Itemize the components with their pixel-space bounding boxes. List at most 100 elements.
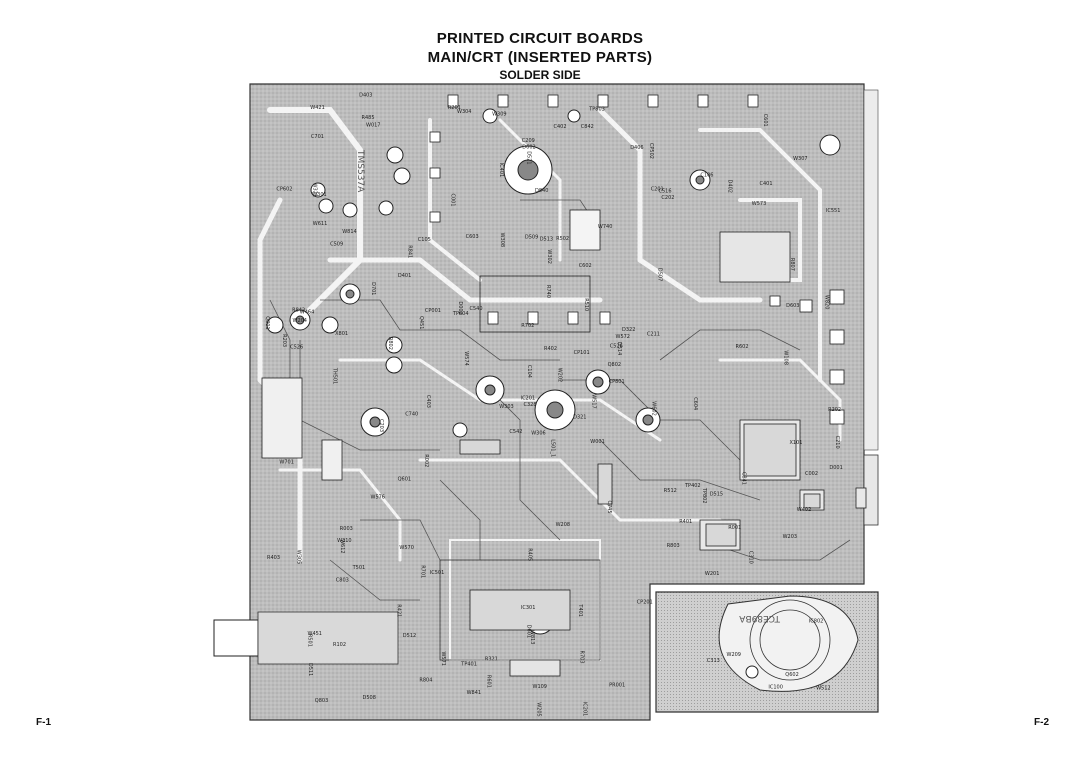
component-label: TP803 xyxy=(588,107,605,113)
component-label: CP801 xyxy=(609,379,625,385)
component-label: D508 xyxy=(363,695,376,701)
component-label: W573 xyxy=(752,201,767,207)
component-label: C509 xyxy=(330,241,343,247)
component-label: R807 xyxy=(789,258,795,271)
component-label: D322 xyxy=(622,327,635,333)
component-label: Q801 xyxy=(264,316,270,329)
component-label: W402 xyxy=(797,507,812,513)
component-label: D509 xyxy=(525,234,538,240)
component-label: W201 xyxy=(705,571,720,577)
component-label: Q602 xyxy=(785,672,798,678)
component-label: TP402 xyxy=(684,483,701,489)
component-label: D507 xyxy=(656,268,662,281)
component-label: D406 xyxy=(630,145,643,151)
component-label: C104 xyxy=(526,365,532,378)
component-label: W820 xyxy=(824,295,830,310)
component-label: R602 xyxy=(736,344,749,350)
component-label: W451 xyxy=(308,631,323,637)
component-label: L501_1 xyxy=(549,439,555,457)
component-label: PR001 xyxy=(609,682,625,688)
component-label: W108 xyxy=(783,350,789,365)
component-label: R405 xyxy=(526,548,532,561)
component-label: W204 xyxy=(293,318,308,324)
component-label: D402 xyxy=(726,180,732,193)
component-label: Q802 xyxy=(608,362,621,368)
component-label: W701 xyxy=(279,459,294,465)
component-label: R804 xyxy=(419,677,432,683)
component-label: W421 xyxy=(310,105,325,111)
ic-chips xyxy=(459,423,821,631)
component-label: W814 xyxy=(342,229,357,235)
component-label: D840 xyxy=(535,188,548,194)
component-label: C210 xyxy=(834,436,840,449)
component-label: W611 xyxy=(313,221,328,227)
component-label: CP101 xyxy=(574,350,590,356)
component-label: C201 xyxy=(651,186,664,192)
component-label: R485 xyxy=(362,115,375,121)
component-label: X801 xyxy=(335,331,348,337)
component-label: C602 xyxy=(579,263,592,269)
component-label: D601 xyxy=(525,625,531,638)
component-label: D701 xyxy=(370,282,376,295)
component-label: W574 xyxy=(463,351,469,366)
component-label: R001 xyxy=(728,525,741,531)
component-label: R203 xyxy=(281,334,287,347)
component-label: W740 xyxy=(598,224,613,230)
component-label: C841 xyxy=(741,472,747,485)
component-label: W517 xyxy=(591,394,597,409)
component-label: C604 xyxy=(692,397,698,410)
component-label: W302 xyxy=(546,249,552,264)
side-label: SOLDER SIDE xyxy=(499,68,581,82)
component-label: Q601 xyxy=(398,476,411,482)
component-label: W305 xyxy=(296,550,302,565)
component-label: CP502 xyxy=(648,143,654,159)
component-label: W309 xyxy=(492,112,507,118)
component-label: IC301 xyxy=(521,605,536,611)
component-label: W572 xyxy=(616,334,631,340)
component-label: Q803 xyxy=(315,698,328,704)
component-label: IC201 xyxy=(582,702,588,717)
component-label: W304 xyxy=(457,109,472,115)
component-label: D521 xyxy=(526,151,532,164)
component-label: C211 xyxy=(647,332,660,338)
component-label: R002 xyxy=(423,454,429,467)
crt-board-id: TCE89BA xyxy=(738,613,781,623)
component-label: C542 xyxy=(509,429,522,435)
component-label: D403 xyxy=(359,93,372,99)
component-label: R740 xyxy=(545,285,551,298)
component-label: C745 xyxy=(606,501,612,514)
component-label: W203 xyxy=(783,534,798,540)
component-label: C202 xyxy=(661,195,674,201)
component-label: T401 xyxy=(577,603,583,617)
component-label: C740 xyxy=(405,411,418,417)
component-label: TP804 xyxy=(452,311,469,317)
main-board-id: TMS537A xyxy=(355,149,365,193)
component-label: IC802 xyxy=(809,619,824,625)
component-label: W841 xyxy=(467,690,482,696)
component-label: CP001 xyxy=(425,308,441,314)
component-label: IC201 xyxy=(521,395,536,401)
component-label: W209 xyxy=(727,652,742,658)
component-label: R421 xyxy=(396,604,402,617)
component-label: C310 xyxy=(747,551,753,564)
component-label: W307 xyxy=(793,156,808,162)
crt-board xyxy=(655,591,879,713)
board-subtitle: MAIN/CRT (INSERTED PARTS) xyxy=(427,49,653,66)
component-label: C842 xyxy=(581,124,594,130)
component-label: W602 xyxy=(651,401,657,416)
component-label: D514 xyxy=(616,342,622,355)
component-label: IC100 xyxy=(768,685,783,691)
component-label: C106 xyxy=(700,173,713,179)
component-label: C105 xyxy=(418,237,431,243)
component-label: TH501 xyxy=(331,367,337,384)
component-label: R803 xyxy=(667,543,680,549)
component-label: Q451 xyxy=(418,316,424,329)
component-label: D512 xyxy=(403,633,416,639)
component-label: IC501 xyxy=(430,570,445,576)
component-label: C403 xyxy=(425,395,431,408)
component-label: W571 xyxy=(440,652,446,667)
component-label: R510 xyxy=(583,298,589,311)
component-label: C209 xyxy=(522,138,535,144)
component-label: C328 xyxy=(524,402,537,408)
